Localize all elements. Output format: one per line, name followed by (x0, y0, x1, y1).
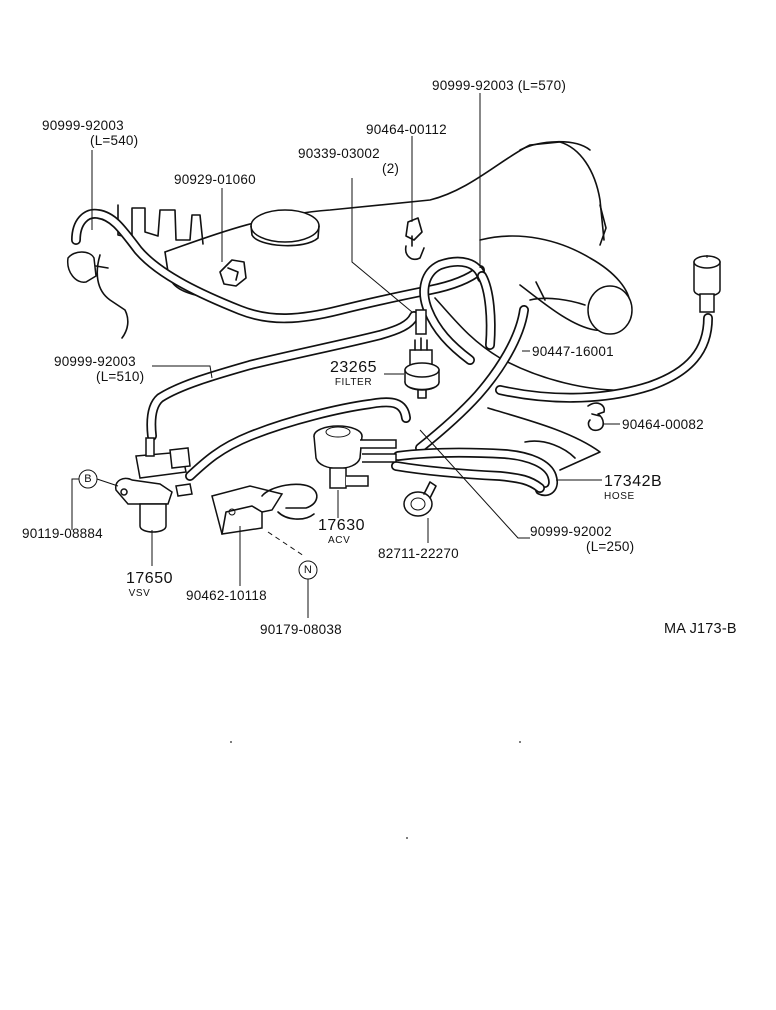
hose-90447-16001 (415, 305, 529, 453)
marker-b-letter: B (84, 473, 92, 485)
part-number: 17650 (126, 570, 173, 587)
part-qty: (2) (382, 161, 400, 176)
part-number: 90999-92002 (530, 524, 612, 539)
clamp-90464-00112 (404, 217, 425, 261)
part-number: 90999-92003 (54, 354, 136, 369)
label-vsv-17650: 17650 VSV (126, 570, 173, 599)
label-clamp-90929-01060: 90929-01060 (174, 172, 256, 187)
label-acv-17630: 17630 ACV (318, 517, 365, 546)
label-hose-17342b: 17342B HOSE (604, 473, 662, 502)
marker-n-letter: N (303, 564, 313, 576)
label-clip-82711-22270: 82711-22270 (378, 546, 459, 561)
clamp-90464-00082 (587, 402, 606, 432)
part-length: (L=570) (517, 78, 567, 93)
label-hose-l570: 90999-92003 (L=570) (432, 78, 566, 93)
label-nut-90179-08038: 90179-08038 (260, 622, 342, 637)
part-number: 90999-92003 (42, 118, 124, 133)
label-grommet-90339-03002: 90339-03002 (2) (298, 146, 399, 176)
label-clamp-90464-00112: 90464-00112 (366, 122, 447, 137)
vsv-17650 (115, 437, 193, 533)
part-length: (L=510) (96, 369, 145, 384)
clip-82711-22270 (403, 481, 437, 517)
clamp-90929-01060 (219, 259, 247, 287)
sensor-hose (495, 313, 713, 403)
vacuum-sensor (693, 255, 721, 313)
part-number: 90464-00082 (622, 417, 704, 432)
label-bracket-90462-10118: 90462-10118 (186, 588, 267, 603)
part-number: 17630 (318, 517, 365, 534)
hose-l510 (146, 311, 419, 441)
part-length: (L=540) (90, 133, 139, 148)
part-number: 90447-16001 (532, 344, 614, 359)
label-hose-l250: 90999-92002 (L=250) (530, 524, 634, 554)
acv-17630 (313, 425, 397, 489)
filter-23265 (404, 309, 440, 399)
part-number: 82711-22270 (378, 546, 459, 561)
part-name: ACV (328, 535, 351, 546)
part-number: 90999-92003 (432, 78, 514, 93)
part-length: (L=250) (586, 539, 635, 554)
hose-l250 (185, 397, 411, 481)
label-filter-23265: 23265 FILTER (330, 359, 377, 388)
part-name: HOSE (604, 491, 635, 502)
leader-lines (71, 93, 620, 618)
part-number: 23265 (330, 359, 377, 376)
engine-block-outline (96, 140, 633, 471)
bracket-90462-10118 (211, 483, 318, 557)
hose-l570 (419, 256, 496, 365)
label-hose-l540: 90999-92003 (L=540) (42, 118, 138, 148)
part-name: VSV (128, 588, 151, 599)
part-number: 90119-08884 (22, 526, 103, 541)
part-number: 17342B (604, 473, 663, 490)
scan-dots (230, 741, 521, 839)
diagram-reference: MA J173-B (664, 621, 737, 637)
label-bolt-90119-08884: 90119-08884 (22, 526, 103, 541)
part-number: 90179-08038 (260, 622, 342, 637)
part-number: 90929-01060 (174, 172, 256, 187)
part-number: 90464-00112 (366, 122, 447, 137)
label-clamp-90464-00082: 90464-00082 (622, 417, 704, 432)
part-number: 90462-10118 (186, 588, 267, 603)
label-hose-l510: 90999-92003 (L=510) (54, 354, 144, 384)
hose-fitting-left (67, 251, 109, 283)
part-name: FILTER (334, 377, 373, 388)
label-hose-90447-16001: 90447-16001 (532, 344, 614, 359)
part-number: 90339-03002 (298, 146, 380, 161)
hose-17342b (391, 447, 558, 497)
